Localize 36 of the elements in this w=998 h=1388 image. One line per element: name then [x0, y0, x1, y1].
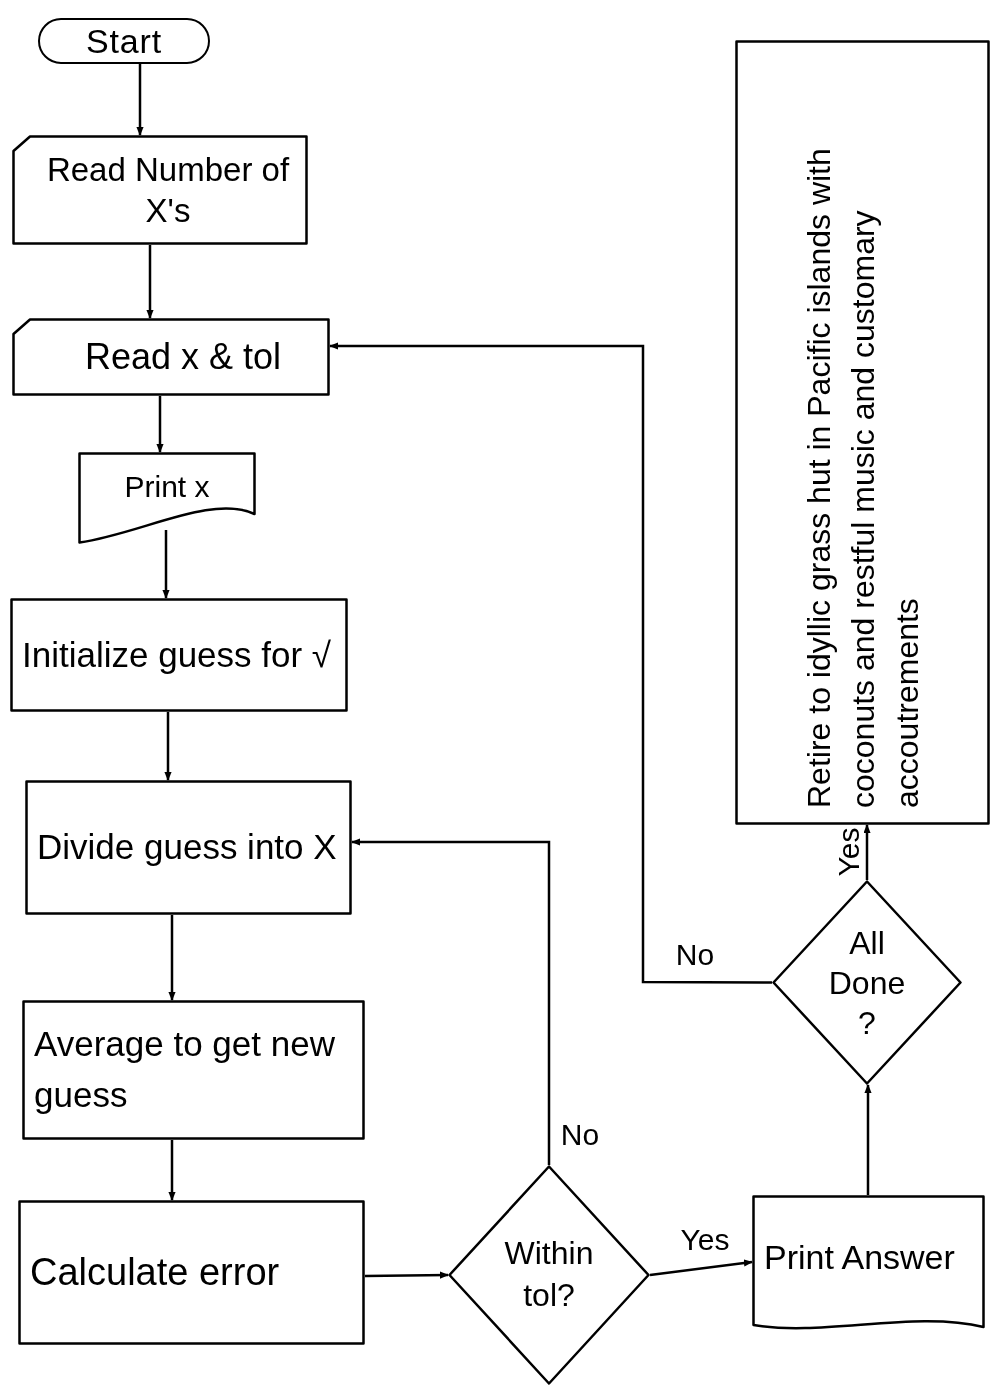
- process-box: [735, 40, 990, 825]
- arrow: [136, 64, 144, 136]
- arrow: [168, 1140, 176, 1201]
- arrow: [329, 342, 772, 984]
- process-box: [10, 598, 348, 712]
- arrow: [649, 1259, 753, 1277]
- decision-diamond: [772, 880, 962, 1085]
- arrow: [864, 1084, 872, 1195]
- process-box: [22, 1000, 365, 1140]
- input-card: [12, 318, 330, 396]
- box-label: Print x: [124, 468, 210, 505]
- start-terminal: [38, 18, 210, 64]
- box-label: All Done ?: [827, 923, 907, 1043]
- arrow: [351, 838, 551, 1165]
- arrow: [162, 530, 170, 599]
- box-label: Initialize guess for √: [21, 634, 332, 677]
- box-label: Divide guess into X: [36, 826, 337, 869]
- arrow: [156, 396, 164, 453]
- print-document: [78, 452, 256, 544]
- arrow: [168, 915, 176, 1001]
- box-label: Within tol?: [503, 1234, 595, 1315]
- arrow: [863, 824, 871, 880]
- decision-diamond: [448, 1165, 650, 1385]
- box-label: Read Number of X's: [45, 149, 291, 231]
- box-label: Read x & tol: [83, 335, 282, 379]
- box-label: Calculate error: [29, 1250, 280, 1295]
- arrow: [146, 245, 154, 319]
- process-box: [25, 780, 352, 915]
- box-label: Retire to idyllic grass hut in Pacific islands with coconuts and restful music and customary accoutrements: [799, 146, 926, 808]
- arrow: [164, 712, 172, 781]
- process-box: [18, 1200, 365, 1345]
- box-label: Print Answer: [763, 1236, 955, 1278]
- box-label: Start: [85, 20, 163, 62]
- box-label: Average to get new guess: [33, 1023, 336, 1116]
- input-card: [12, 135, 308, 245]
- arrow: [365, 1271, 449, 1279]
